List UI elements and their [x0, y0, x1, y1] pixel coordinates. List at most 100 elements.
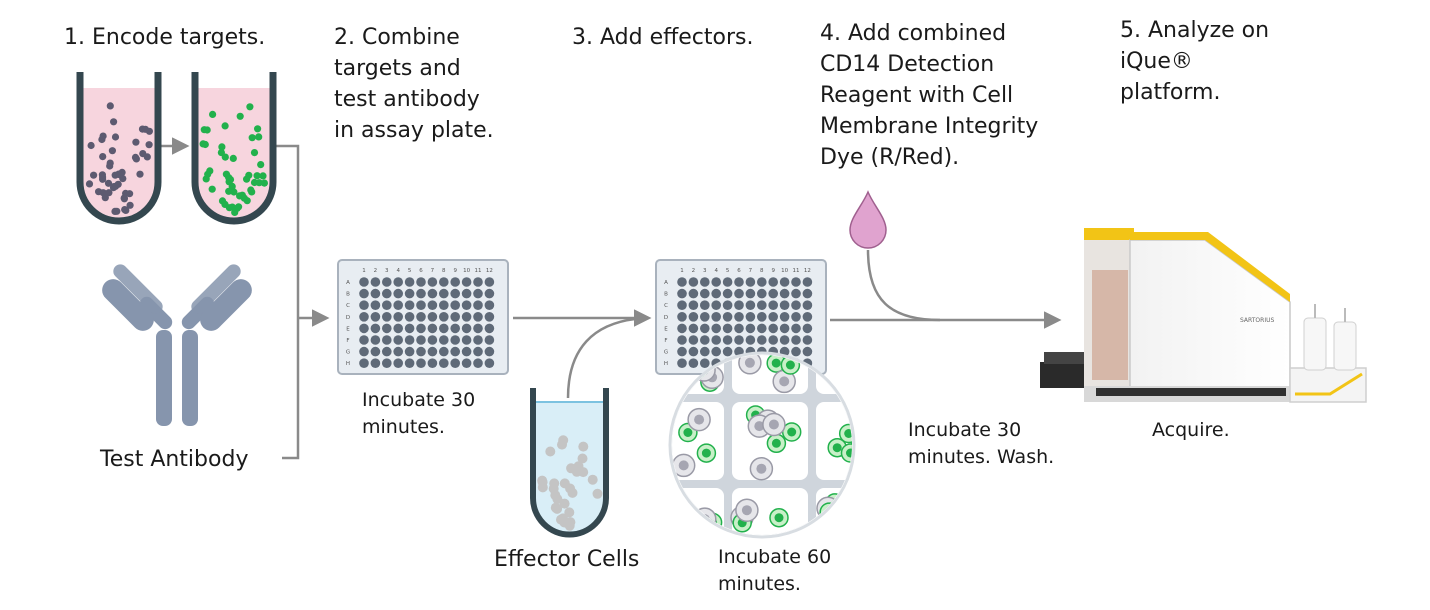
cell-nucleus — [856, 442, 865, 451]
plate-well — [393, 323, 404, 334]
plate-row-label: C — [664, 303, 668, 309]
plate-column-label: 4 — [714, 268, 718, 274]
plate-well — [393, 335, 404, 345]
plate-well — [779, 335, 790, 345]
cell-dot — [99, 153, 107, 161]
plate-well — [677, 358, 687, 369]
effector-curve-arrow — [566, 316, 649, 399]
cell-dot — [99, 173, 107, 181]
plate-row-label: H — [664, 361, 668, 367]
plate-well — [745, 335, 756, 345]
cell-dot — [255, 133, 263, 141]
cell-dot — [235, 203, 243, 211]
cell-nucleus — [754, 421, 765, 432]
test-antibody-label: Test Antibody — [100, 447, 249, 472]
plate-well — [450, 312, 461, 322]
plate-well — [393, 346, 404, 357]
plate-well — [359, 358, 369, 369]
plate-well — [711, 335, 721, 345]
cell-nucleus — [701, 448, 711, 458]
incubate-30-wash-label: Incubate 30 minutes. Wash. — [908, 419, 1055, 468]
plate-well — [484, 288, 495, 299]
plate-well — [700, 346, 710, 357]
reagent-curve-line — [866, 249, 941, 322]
cell-dot — [204, 170, 212, 178]
step-5-text: 5. Analyze on iQue® platform. — [1120, 18, 1270, 105]
plate-well — [688, 323, 699, 334]
plate-well — [791, 335, 801, 345]
cell-dot — [90, 171, 98, 179]
plate-well — [722, 300, 733, 311]
plate-well — [484, 358, 495, 369]
plate-well — [427, 335, 438, 345]
plate-well — [382, 358, 392, 369]
plate-well — [688, 335, 699, 345]
cell-dot — [229, 154, 237, 162]
plate-well — [439, 288, 449, 299]
cell-nucleus — [771, 438, 781, 448]
plate-well — [802, 312, 813, 322]
plate-column-label: 5 — [408, 268, 412, 274]
cell-dot — [85, 180, 94, 188]
cell-dot — [257, 161, 265, 169]
target-cell — [836, 371, 852, 391]
plate-well — [382, 323, 392, 334]
plate-well — [734, 335, 744, 345]
acquire-label: Acquire. — [1152, 419, 1230, 441]
plate-well — [688, 300, 699, 311]
plate-well — [461, 335, 472, 345]
plate-well — [427, 323, 438, 334]
cell-nucleus — [846, 448, 852, 458]
cell-dot — [549, 478, 560, 489]
cell-dot — [218, 143, 226, 151]
plate-well — [484, 312, 495, 322]
plate-well — [700, 312, 710, 322]
plate-well — [757, 277, 767, 287]
plate-column-label: 3 — [385, 268, 389, 274]
cell-nucleus — [678, 460, 689, 471]
plate-well — [404, 358, 415, 369]
cell-dot — [250, 149, 259, 157]
plate-well — [439, 358, 449, 369]
cell-dot — [246, 103, 254, 111]
plate-well — [427, 312, 438, 322]
ique-instrument-image: SARTORIUS — [1040, 228, 1367, 403]
plate-well — [734, 277, 744, 287]
plate-column-label: 7 — [749, 268, 753, 274]
plate-well — [791, 288, 801, 299]
plate-well — [734, 300, 744, 311]
plate-well — [427, 277, 438, 287]
cell-dot — [545, 446, 556, 457]
plate-row-label: F — [664, 338, 667, 344]
cell-dot — [537, 482, 548, 493]
plate-column-label: 9 — [453, 268, 457, 274]
plate-well — [359, 312, 369, 322]
plate-well — [757, 335, 767, 345]
plate-well — [722, 346, 733, 357]
cell-dot — [87, 141, 95, 150]
plate-row-label: G — [346, 350, 350, 356]
cell-dot — [111, 133, 120, 141]
plate-well — [677, 346, 687, 357]
plate-row-label: B — [346, 292, 350, 298]
plate-well — [473, 312, 483, 322]
effector-cells-tube — [530, 388, 609, 538]
plate-well — [416, 346, 426, 357]
plate-row-label: G — [664, 350, 668, 356]
plate-well — [450, 323, 461, 334]
cell-nucleus — [771, 358, 781, 368]
cell-dot — [247, 186, 255, 194]
plate-column-label: 12 — [486, 268, 493, 274]
plate-well — [802, 288, 813, 299]
plate-well — [359, 300, 369, 311]
plate-well — [473, 346, 483, 357]
plate-well — [768, 300, 778, 311]
cell-dot — [111, 171, 119, 179]
plate-well — [416, 358, 426, 369]
plate-well — [700, 277, 710, 287]
cell-dot — [145, 141, 153, 149]
